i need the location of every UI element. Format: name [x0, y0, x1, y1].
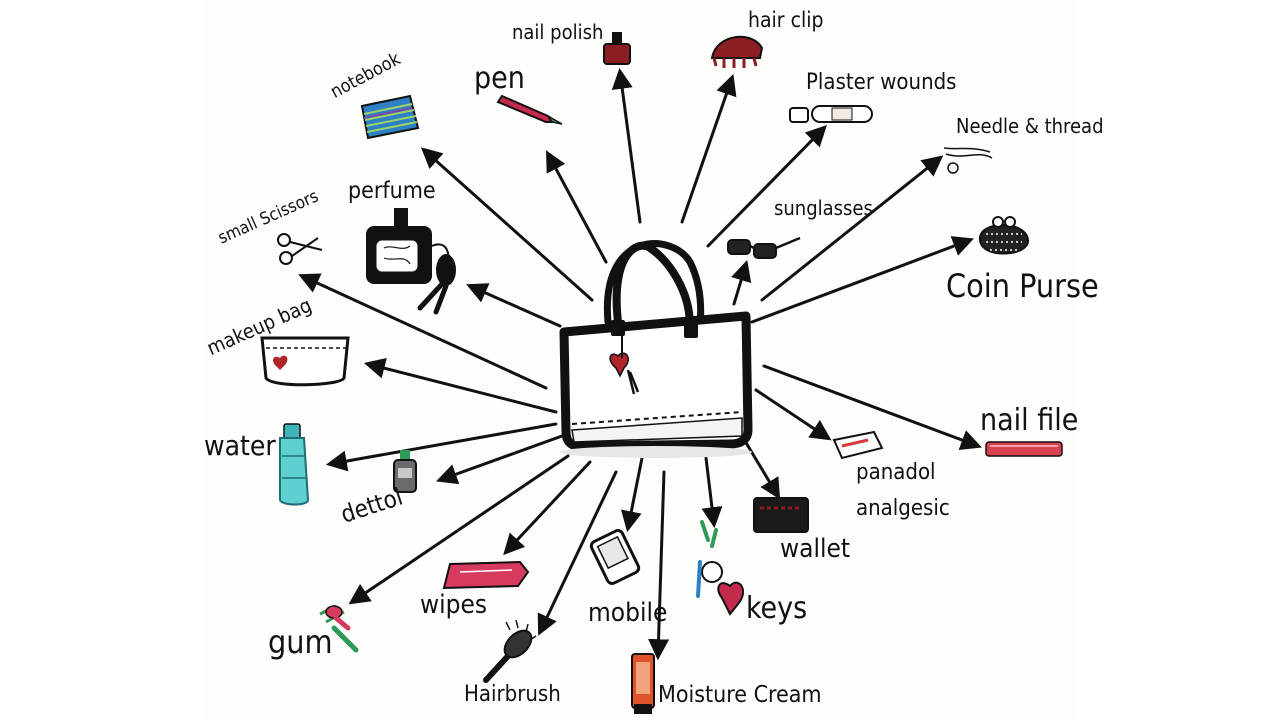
label-sunglasses: sunglasses	[774, 196, 873, 220]
arrow-wipes	[503, 460, 592, 556]
arrow-nail-file	[762, 364, 982, 450]
sunglasses-icon	[727, 236, 801, 259]
arrow-perfume	[466, 283, 562, 328]
makeup-bag-icon	[260, 336, 350, 387]
arrow-water	[325, 422, 558, 472]
hairbrush-icon	[483, 619, 537, 683]
perfume-icon	[366, 208, 456, 315]
arrow-hair-clip	[680, 74, 737, 224]
handbag-charm-heart	[609, 352, 629, 378]
label-nail-polish: nail polish	[512, 20, 604, 44]
gum-icon	[319, 604, 359, 653]
nail-polish-icon	[603, 32, 631, 65]
water-bottle-icon	[279, 423, 310, 506]
handbag-clasp-left	[611, 320, 625, 336]
handbag-clasp-right	[684, 322, 698, 338]
label-analgesic: analgesic	[856, 496, 950, 521]
arrow-makeup-bag	[363, 357, 558, 414]
arrow-nail-polish	[611, 67, 642, 224]
moisture-cream-icon	[631, 653, 655, 714]
handbag-handle-front	[603, 240, 705, 330]
label-hairbrush: Hairbrush	[464, 682, 561, 707]
arrow-needle-thread	[760, 155, 944, 302]
plaster-icon	[789, 105, 873, 123]
label-perfume: perfume	[348, 178, 436, 204]
arrow-panadol	[754, 388, 832, 441]
arrow-sunglasses	[731, 259, 752, 306]
arrow-keys	[701, 456, 723, 529]
arrow-hairbrush	[537, 470, 618, 636]
arrow-moisture-cream	[648, 470, 670, 661]
label-plaster-wounds: Plaster wounds	[806, 70, 957, 95]
label-wipes: wipes	[420, 590, 488, 620]
label-hair-clip: hair clip	[748, 8, 824, 32]
label-needle-thread: Needle & thread	[956, 114, 1104, 138]
arrow-dettol	[436, 434, 564, 485]
arrow-small-scissors	[298, 273, 548, 390]
label-coin-purse: Coin Purse	[946, 267, 1099, 305]
arrow-notebook	[420, 147, 594, 302]
pen-icon	[496, 94, 563, 125]
handbag-shadow	[560, 446, 752, 458]
arrow-gum	[348, 454, 570, 605]
wallet-icon	[753, 497, 809, 533]
nail-file-icon	[985, 441, 1063, 457]
label-mobile: mobile	[588, 598, 668, 628]
handbag-stitch-line	[571, 411, 743, 425]
arrow-plaster-wounds	[706, 125, 827, 248]
keys-icon	[696, 520, 744, 616]
dettol-icon	[393, 450, 417, 493]
label-panadol: panadol	[856, 460, 936, 485]
handbag-body	[559, 311, 753, 451]
wipes-icon	[442, 560, 530, 590]
label-moisture-cream: Moisture Cream	[658, 682, 822, 708]
arrow-pen	[546, 150, 608, 264]
arrow-wallet	[740, 434, 781, 500]
label-nail-file: nail file	[980, 403, 1079, 438]
label-gum: gum	[268, 623, 333, 661]
arrows	[298, 67, 982, 661]
label-pen: pen	[474, 61, 525, 96]
hair-clip-icon	[710, 35, 764, 68]
coin-purse-icon	[978, 216, 1029, 255]
panadol-icon	[832, 430, 884, 460]
needle-thread-icon	[943, 147, 993, 174]
label-keys: keys	[746, 591, 808, 626]
handbag	[559, 240, 753, 458]
notebook-icon	[360, 94, 420, 140]
handbag-trim	[571, 417, 743, 443]
mobile-icon	[589, 529, 641, 585]
arrow-mobile	[620, 456, 644, 533]
handbag-tassel	[626, 369, 640, 395]
handbag-handle-back	[612, 241, 694, 330]
arrow-coin-purse	[750, 236, 974, 324]
scissors-icon	[277, 233, 323, 265]
label-wallet: wallet	[780, 534, 851, 564]
label-water: water	[204, 429, 276, 462]
